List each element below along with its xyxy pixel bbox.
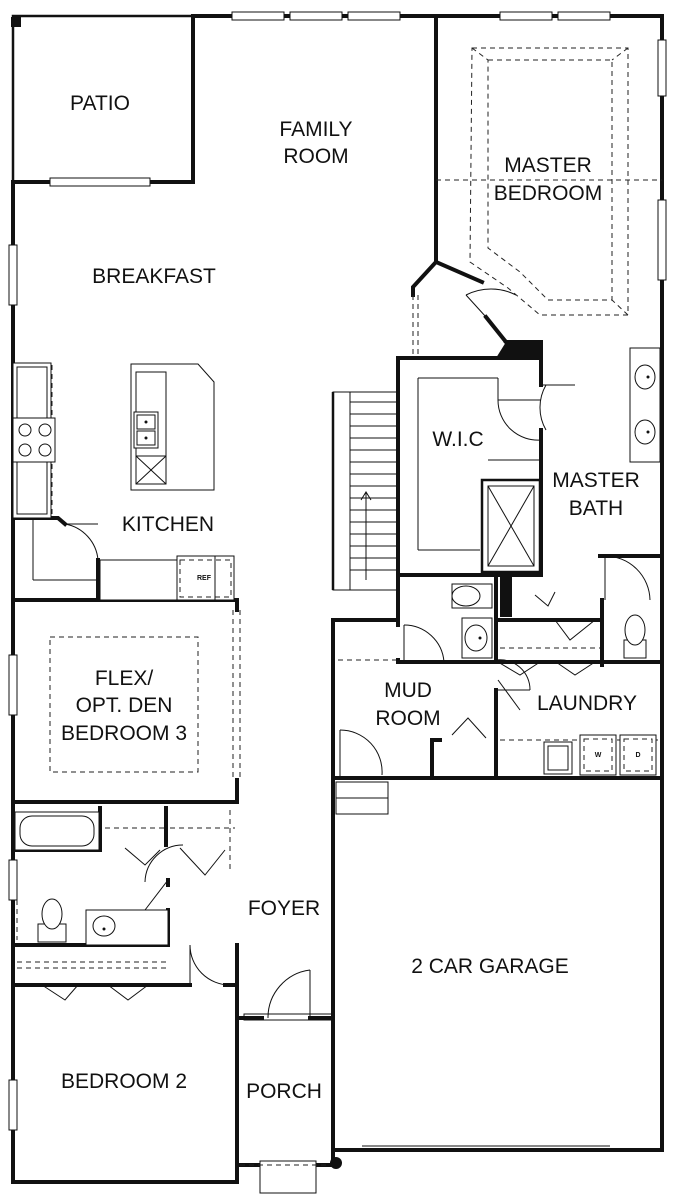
room-label-master-bath-2: BATH — [569, 497, 623, 520]
staircase — [332, 391, 399, 815]
room-label-patio: PATIO — [70, 92, 130, 115]
room-label-wic: W.I.C — [432, 428, 483, 451]
room-label-master-bedroom-1: MASTER — [504, 154, 592, 177]
room-label-porch: PORCH — [246, 1080, 322, 1103]
corner-marker — [11, 17, 21, 27]
dashed-lines — [16, 47, 662, 1166]
room-label-master-bath-1: MASTER — [552, 469, 640, 492]
room-label-flex-2: OPT. DEN — [76, 694, 173, 717]
dryer-label: D — [635, 752, 640, 759]
room-label-laundry: LAUNDRY — [537, 692, 637, 715]
room-label-breakfast: BREAKFAST — [92, 265, 216, 288]
appliance-labels: REF W D — [197, 575, 641, 759]
bath-fixtures — [14, 347, 661, 946]
room-label-flex-3: BEDROOM 3 — [61, 722, 187, 745]
room-label-foyer: FOYER — [248, 897, 320, 920]
room-label-garage: 2 CAR GARAGE — [411, 955, 569, 978]
room-label-kitchen: KITCHEN — [122, 513, 214, 536]
room-label-flex-1: FLEX/ — [95, 667, 154, 690]
washer-label: W — [595, 752, 602, 759]
room-label-bedroom-2: BEDROOM 2 — [61, 1070, 187, 1093]
doors — [41, 288, 651, 1021]
room-label-master-bedroom-2: BEDROOM — [494, 182, 603, 205]
exterior-walls — [11, 14, 664, 1184]
room-label-family-room-2: ROOM — [283, 145, 348, 168]
kitchen-fixtures — [12, 362, 235, 601]
refrigerator-label: REF — [197, 575, 212, 582]
room-label-mud-room-2: ROOM — [375, 707, 440, 730]
windows — [8, 11, 667, 1194]
corner-marker — [330, 1157, 342, 1169]
room-labels: PATIO FAMILY ROOM MASTER BEDROOM BREAKFA… — [61, 92, 640, 1103]
room-label-family-room-1: FAMILY — [279, 118, 352, 141]
room-label-mud-room-1: MUD — [384, 679, 432, 702]
